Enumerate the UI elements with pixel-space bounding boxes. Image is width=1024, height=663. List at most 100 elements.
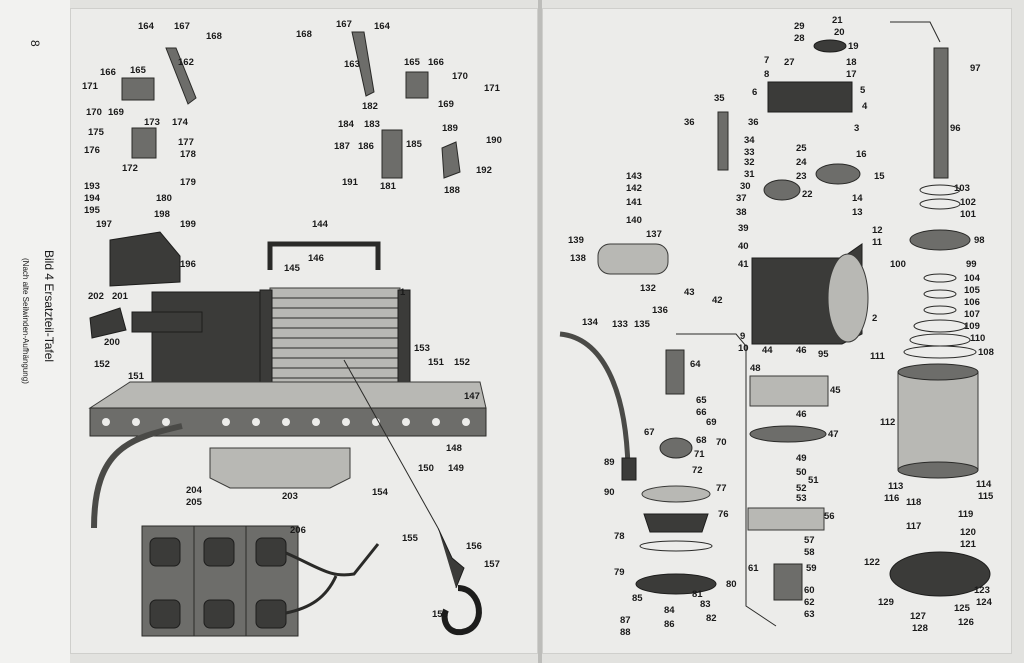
part-label: 6 — [752, 87, 758, 98]
part-label: 66 — [696, 407, 707, 418]
part-label: 59 — [806, 563, 817, 574]
gearbox-cover-5 — [767, 81, 853, 113]
part-label: 145 — [284, 263, 300, 274]
part-label: 149 — [448, 463, 464, 474]
part-label: 132 — [640, 283, 656, 294]
part-label: 71 — [694, 449, 705, 460]
part-label: 198 — [154, 209, 170, 220]
shaft-35 — [717, 111, 729, 171]
part-label: 177 — [178, 137, 194, 148]
part-label: 121 — [960, 539, 976, 550]
part-label: 146 — [308, 253, 324, 264]
part-label: 112 — [880, 417, 896, 428]
part-76 — [643, 513, 709, 533]
part-label: 27 — [784, 57, 795, 68]
part-67 — [659, 437, 693, 459]
part-label: 82 — [706, 613, 717, 624]
part-19 — [813, 39, 847, 53]
part-label: 173 — [144, 117, 160, 128]
part-label: 88 — [620, 627, 631, 638]
part-label: 29 — [794, 21, 805, 32]
part-78 — [639, 540, 713, 552]
part-label: 168 — [206, 31, 222, 42]
part-label: 128 — [912, 623, 928, 634]
part-label: 195 — [84, 205, 100, 216]
part-label: 36 — [684, 117, 695, 128]
page-number: 8 — [28, 40, 42, 47]
part-label: 165 — [404, 57, 420, 68]
part-label: 13 — [852, 207, 863, 218]
part-label: 109 — [964, 321, 980, 332]
part-45 — [749, 375, 829, 407]
part-label: 76 — [718, 509, 729, 520]
housing-flange — [827, 253, 869, 343]
part-181 — [381, 129, 403, 179]
lever-89 — [559, 331, 631, 469]
part-label: 32 — [744, 157, 755, 168]
cable-thimble-155 — [437, 527, 465, 589]
part-label: 152 — [94, 359, 110, 370]
part-label: 20 — [834, 27, 845, 38]
part-label: 14 — [852, 193, 863, 204]
bevel-gear-98 — [909, 229, 971, 251]
shaft-96 — [933, 47, 949, 179]
part-label: 138 — [570, 253, 586, 264]
part-label: 162 — [178, 57, 194, 68]
part-label: 136 — [652, 305, 668, 316]
part-label: 124 — [976, 597, 992, 608]
part-label: 56 — [824, 511, 835, 522]
part-label: 205 — [186, 497, 202, 508]
part-label: 21 — [832, 15, 843, 26]
part-label: 9 — [740, 331, 746, 342]
part-label: 174 — [172, 117, 188, 128]
part-label: 28 — [794, 33, 805, 44]
part-label: 4 — [862, 101, 868, 112]
part-label: 187 — [334, 141, 350, 152]
part-label: 39 — [738, 223, 749, 234]
part-label: 96 — [950, 123, 961, 134]
part-label: 8 — [764, 69, 770, 80]
part-label: 15 — [874, 171, 885, 182]
part-label: 164 — [138, 21, 154, 32]
cable-154 — [343, 359, 439, 529]
part-label: 1 — [400, 287, 406, 298]
plate-122 — [889, 551, 991, 597]
drum-flange-right — [397, 289, 411, 387]
part-label: 67 — [644, 427, 655, 438]
bracket-162 — [165, 47, 197, 105]
part-label: 101 — [960, 209, 976, 220]
part-label: 179 — [180, 177, 196, 188]
part-label: 110 — [970, 333, 986, 344]
part-label: 48 — [750, 363, 761, 374]
base-plate-holes — [102, 418, 470, 426]
part-label: 43 — [684, 287, 695, 298]
part-label: 77 — [716, 483, 727, 494]
part-label: 134 — [582, 317, 598, 328]
part-label: 38 — [736, 207, 747, 218]
part-label: 133 — [612, 319, 628, 330]
part-label: 203 — [282, 491, 298, 502]
part-label: 153 — [414, 343, 430, 354]
plate-title: Bild 4 Ersatzteil-Tafel — [42, 250, 56, 363]
part-label: 99 — [966, 259, 977, 270]
part-label: 106 — [964, 297, 980, 308]
part-label: 62 — [804, 597, 815, 608]
part-label: 122 — [864, 557, 880, 568]
part-label: 180 — [156, 193, 172, 204]
part-label: 114 — [976, 479, 992, 490]
part-label: 86 — [664, 619, 675, 630]
part-label: 7 — [764, 55, 770, 66]
anchor-chain-upper — [285, 543, 380, 577]
part-label: 182 — [362, 101, 378, 112]
part-label: 191 — [342, 177, 358, 188]
drum-cable-lines — [270, 297, 400, 379]
guard-196 — [109, 231, 181, 287]
drum-112-top — [897, 363, 979, 381]
part-label: 33 — [744, 147, 755, 158]
part-label: 49 — [796, 453, 807, 464]
part-label: 105 — [964, 285, 980, 296]
part-label: 151 — [428, 357, 444, 368]
part-label: 78 — [614, 531, 625, 542]
part-label: 168 — [296, 29, 312, 40]
part-label: 107 — [964, 309, 980, 320]
